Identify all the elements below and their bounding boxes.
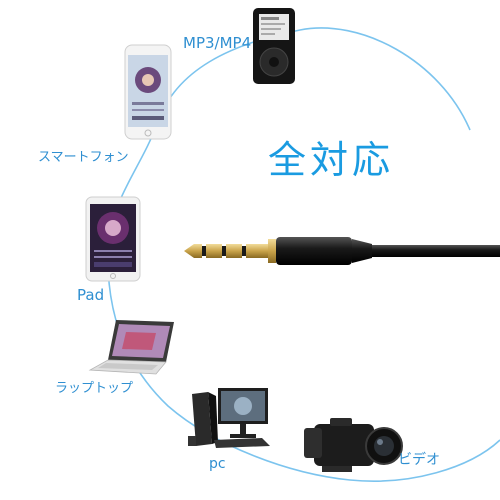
mp3-label: MP3/MP4 (183, 34, 252, 52)
smartphone-label: スマートフォン (38, 150, 129, 165)
pc-label: pc (209, 456, 226, 472)
audio-jack-cable-icon (184, 237, 500, 265)
pad-label: Pad (77, 286, 105, 304)
laptop-icon (88, 320, 174, 375)
desktop-pc-icon (188, 388, 270, 448)
laptop-label: ラップトップ (55, 381, 134, 396)
tablet-icon (85, 196, 141, 282)
video-camera-icon (304, 418, 403, 472)
video-label: ビデオ (398, 452, 440, 468)
mp3-player-icon (253, 8, 295, 84)
smartphone-icon (124, 44, 172, 140)
headline: 全対応 (268, 138, 395, 182)
